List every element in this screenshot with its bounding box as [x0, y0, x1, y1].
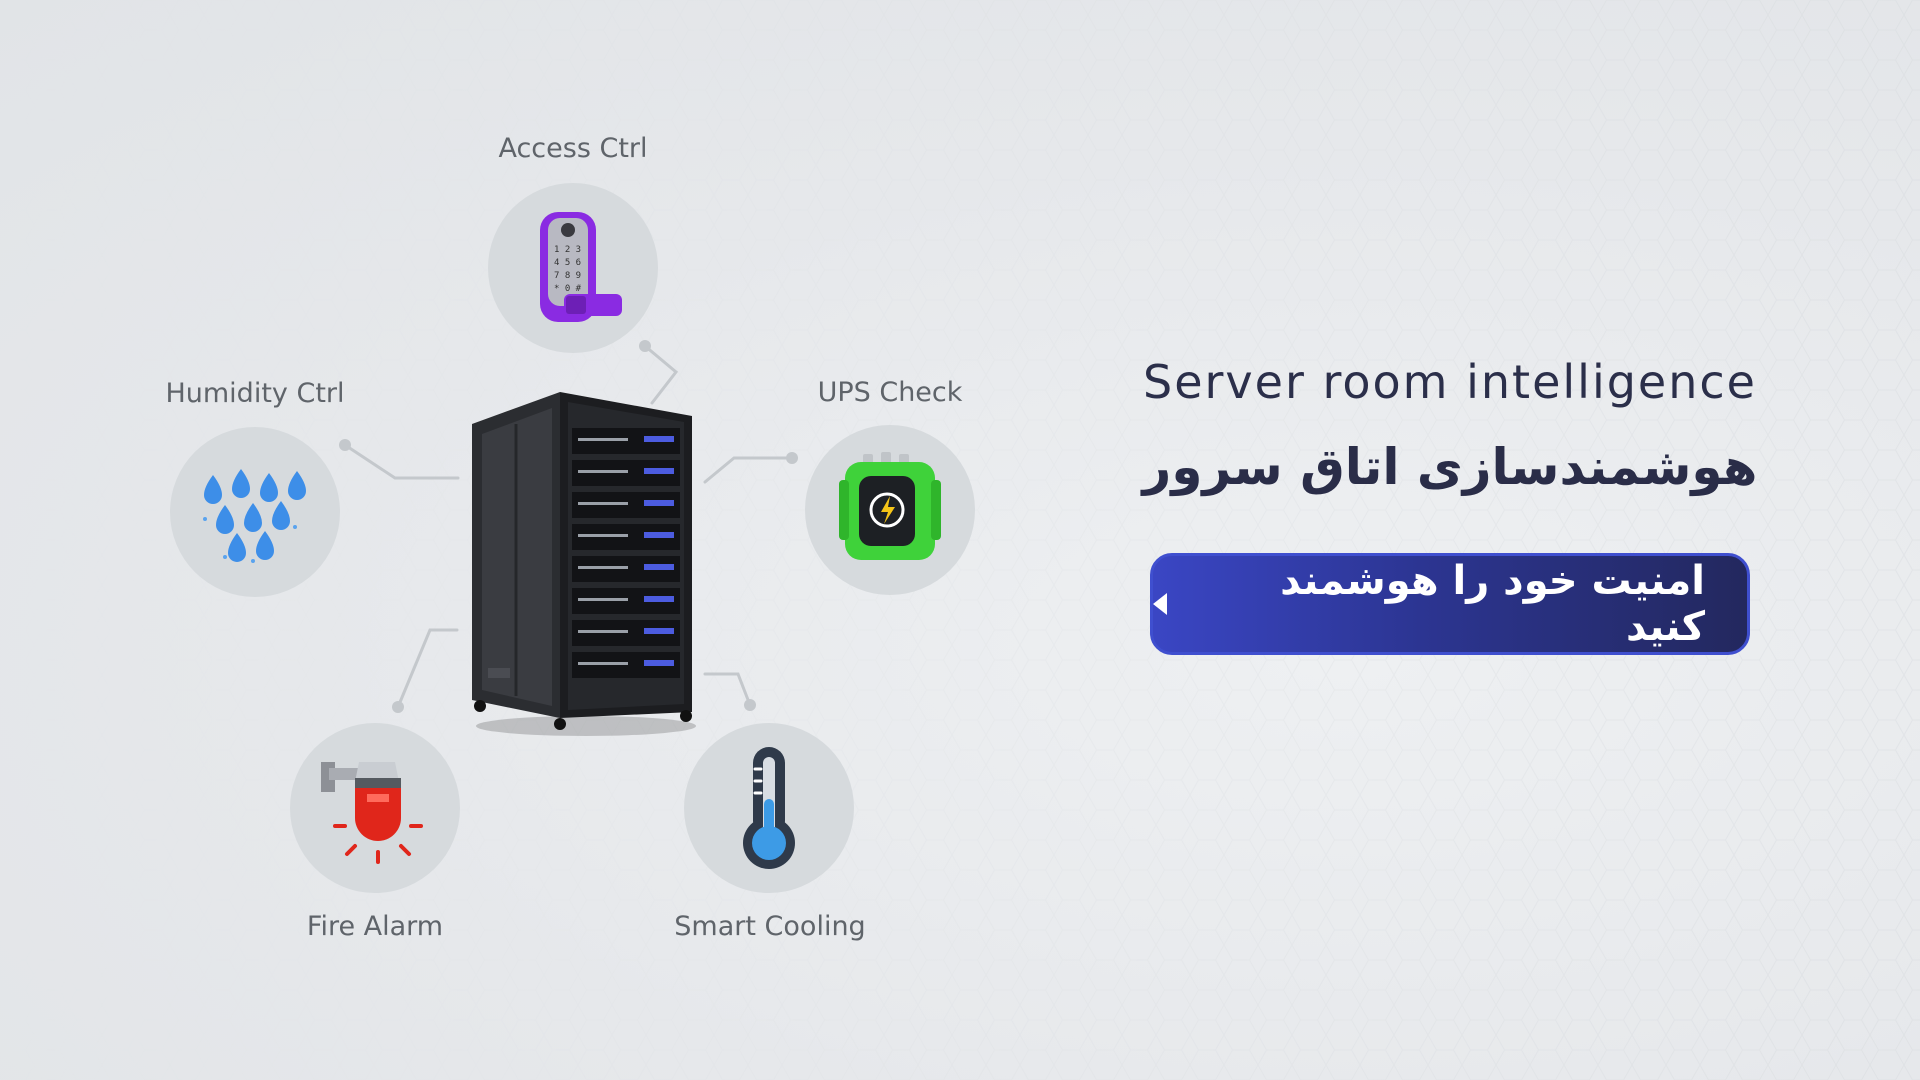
arrow-left-icon — [1153, 593, 1167, 615]
fire-alarm-siren-icon — [321, 762, 423, 864]
ups-check-label: UPS Check — [817, 377, 963, 408]
svg-text:1 2 3: 1 2 3 — [554, 245, 581, 255]
headline-persian: هوشمندسازی اتاق سرور — [1142, 438, 1758, 496]
fire-alarm-node[interactable] — [290, 723, 460, 893]
svg-text:* 0 #: * 0 # — [554, 284, 582, 294]
fire-alarm-label: Fire Alarm — [306, 911, 444, 942]
humidity-ctrl-label: Humidity Ctrl — [165, 378, 345, 409]
headline-english: Server room intelligence — [1143, 355, 1757, 409]
smart-cooling-node[interactable] — [684, 723, 854, 893]
access-ctrl-node[interactable]: 1 2 3 4 5 6 7 8 9 * 0 # — [488, 183, 658, 353]
access-ctrl-label: Access Ctrl — [498, 133, 648, 164]
cta-button[interactable]: امنیت خود را هوشمند کنید — [1150, 553, 1750, 655]
humidity-ctrl-node[interactable] — [170, 427, 340, 597]
server-rack-icon — [472, 392, 696, 736]
cta-label: امنیت خود را هوشمند کنید — [1280, 558, 1705, 650]
battery-icon — [839, 452, 941, 560]
smart-cooling-label: Smart Cooling — [674, 911, 866, 942]
svg-text:4 5 6: 4 5 6 — [554, 258, 581, 268]
thermometer-icon — [743, 747, 795, 869]
svg-text:7 8 9: 7 8 9 — [554, 271, 581, 281]
ups-check-node[interactable] — [805, 425, 975, 595]
smart-lock-icon: 1 2 3 4 5 6 7 8 9 * 0 # — [540, 212, 622, 322]
water-drops-icon — [203, 469, 306, 563]
